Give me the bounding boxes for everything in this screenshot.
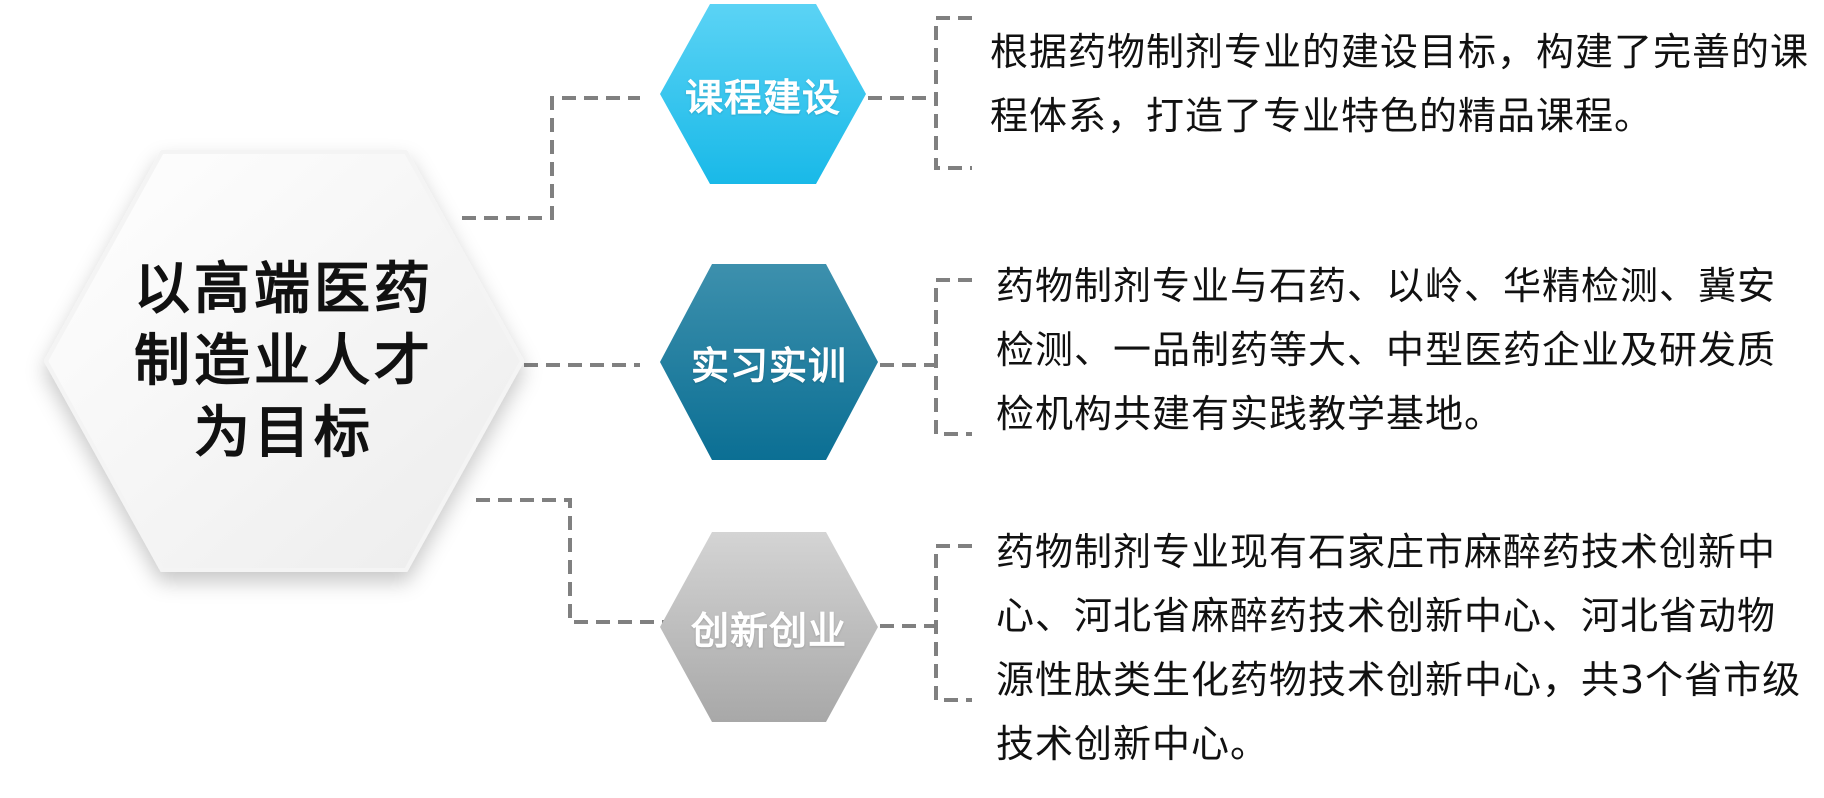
branch-hexagon-course: 课程建设 <box>658 2 868 186</box>
connector-line-1 <box>462 96 640 220</box>
bracket-2 <box>934 278 972 436</box>
branch-label-practice: 实习实训 <box>690 343 847 388</box>
bracket-1 <box>934 16 972 170</box>
central-hexagon: 以高端医药制造业人才为目标 <box>40 146 528 576</box>
branch-hexagon-practice-shape <box>660 264 878 460</box>
central-title: 以高端医药制造业人才为目标 <box>134 256 434 466</box>
branch-label-course: 课程建设 <box>684 75 841 120</box>
branch-label-innovation: 创新创业 <box>690 608 847 653</box>
branch-hexagon-innovation: 创新创业 <box>658 530 880 724</box>
branch-hexagon-innovation-shape <box>660 532 878 722</box>
branch-description-innovation: 药物制剂专业现有石家庄市麻醉药技术创新中心、河北省麻醉药技术创新中心、河北省动物… <box>996 530 1802 766</box>
branch-description-course: 根据药物制剂专业的建设目标，构建了完善的课程体系，打造了专业特色的精品课程。 <box>990 30 1810 138</box>
bracket-3 <box>934 544 972 702</box>
branch-description-practice: 药物制剂专业与石药、以岭、华精检测、冀安检测、一品制药等大、中型医药企业及研发质… <box>996 264 1777 436</box>
branch-hexagon-course-shape <box>660 4 866 184</box>
central-hexagon-shape <box>44 150 524 572</box>
connector-line-3 <box>476 498 676 624</box>
branch-hexagon-practice: 实习实训 <box>658 262 880 462</box>
